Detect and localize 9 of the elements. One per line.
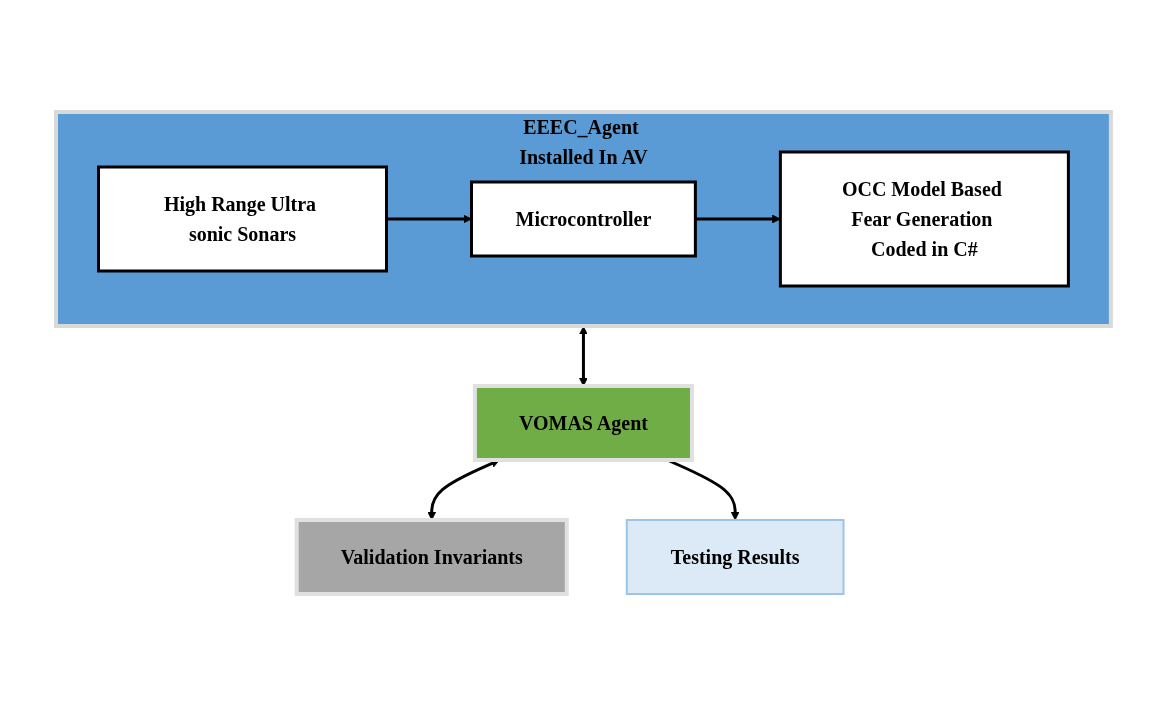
node-box: OCC Model Based Fear Generation Coded in C# bbox=[778, 150, 1070, 288]
arrow bbox=[695, 214, 781, 224]
node-box: Testing Results bbox=[625, 519, 845, 595]
arrow bbox=[386, 214, 472, 224]
node-box: Microcontroller bbox=[470, 180, 697, 258]
node-box: Validation Invariants bbox=[294, 518, 569, 596]
node-box: High Range Ultra sonic Sonars bbox=[97, 165, 389, 273]
node-box: VOMAS Agent bbox=[473, 384, 694, 462]
arrow bbox=[579, 326, 588, 387]
